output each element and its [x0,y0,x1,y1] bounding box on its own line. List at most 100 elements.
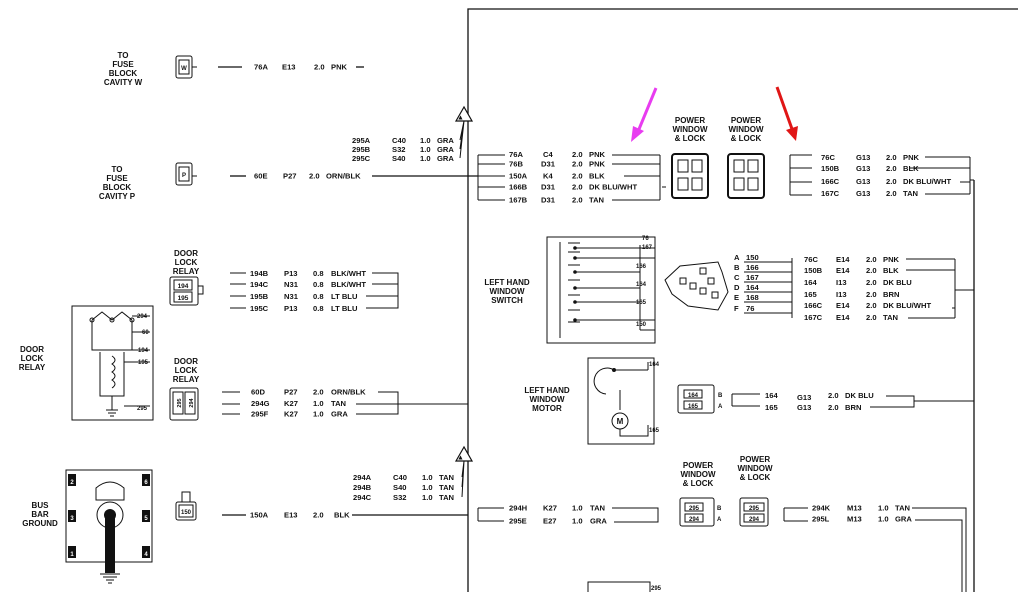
pin-letter: F [734,304,739,313]
wire-gauge: 2.0 [866,255,877,264]
wire-circuit: 76B [509,160,523,169]
motor-line-2: WINDOW [529,395,565,404]
wire-loc: E27 [543,517,557,526]
switch-wire-labels: 76C E14 2.0 PNK 150B E14 2.0 BLK 164 I13… [804,255,931,322]
wire-loc: G13 [797,393,811,402]
relay-pin-60: 60 [142,330,149,336]
wire-loc: M13 [847,504,862,513]
fuse-w-line-1: TO [118,51,129,60]
wire-color: GRA [437,154,454,163]
wire-circuit: 295B [352,145,371,154]
pwl-top-left-line-1: POWER [675,116,705,125]
wire-gauge: 2.0 [886,189,897,198]
pwl-left-wire-ends [612,154,666,201]
wire-gauge: 1.0 [420,145,431,154]
pwl-top-right-line-3: & LOCK [731,134,762,143]
motor-conn-a: A [718,404,723,410]
pwl-bottom-right-line-1: POWER [740,455,770,464]
fuse-w-wire-label: 76A E13 2.0 PNK [254,63,348,72]
wire-loc: G13 [856,189,870,198]
pin-circuit: 166 [746,263,759,272]
wire-loc: E14 [836,255,850,264]
wire-loc: S32 [393,493,407,502]
motor-label: LEFT HAND WINDOW MOTOR [524,386,570,413]
pwl-top-right-label: POWER WINDOW & LOCK [728,116,764,143]
switch-pin-150: 150 [636,322,647,328]
wire-loc: K4 [543,172,553,181]
relay-bottom-connector: 295 294 [169,387,199,421]
relay-top-label: DOOR LOCK RELAY [173,249,200,276]
splice-bottom-leads [461,460,465,498]
pwl-bottom-left-bracket [612,507,659,523]
wire-circuit: 294K [812,504,831,513]
wire-color: GRA [437,136,454,145]
fuse-w-label: TO FUSE BLOCK CAVITY W [104,51,143,87]
relay-bottom-label: DOOR LOCK RELAY [173,357,200,384]
wire-color: TAN [589,196,604,205]
wire-color: BLK/WHT [331,269,366,278]
wire-gauge: 2.0 [866,301,877,310]
wire-circuit: 150B [804,266,823,275]
wire-gauge: 2.0 [866,278,877,287]
pwl-right-wire-labels: 76C G13 2.0 PNK 150B G13 2.0 BLK 166C G1… [821,153,951,198]
wire-gauge: 2.0 [886,153,897,162]
wire-gauge: 1.0 [420,154,431,163]
wire-gauge: 1.0 [422,473,433,482]
pin-letter: A [734,253,740,262]
wire-loc: C4 [543,150,553,159]
motor-line-3: MOTOR [532,404,562,413]
switch-pin-166: 166 [636,264,647,270]
relay-194-label: 194 [178,283,189,290]
fuse-p-label: TO FUSE BLOCK CAVITY P [99,165,136,201]
fuse-p-line-4: CAVITY P [99,192,136,201]
wire-color: PNK [903,153,920,162]
wire-circuit: 167C [821,189,840,198]
fuse-w-pin-label: W [181,66,187,72]
switch-right-bracket [906,258,974,319]
wire-loc: G13 [856,177,870,186]
wire-circuit: 295C [352,154,371,163]
wire-loc: K27 [284,399,298,408]
wire-loc: E13 [284,511,298,520]
wire-loc: I13 [836,290,847,299]
relay-top-line-3: RELAY [173,267,200,276]
wire-loc: C40 [393,473,407,482]
switch-label: LEFT HAND WINDOW SWITCH [484,278,530,305]
wire-gauge: 0.8 [313,269,324,278]
wire-color: TAN [439,473,454,482]
bus-bar-block: 2 3 1 6 5 4 [65,469,153,584]
fuse-w-line-4: CAVITY W [104,78,143,87]
pwl-295a: 295 [689,506,700,512]
wire-color: TAN [439,483,454,492]
wire-gauge: 2.0 [828,403,839,412]
motor-pin-165: 165 [649,428,660,434]
wire-circuit: 295E [509,517,527,526]
pwl-pin-a: A [717,517,722,523]
pwl-bottom-left-line-2: WINDOW [680,470,716,479]
wire-circuit: 167B [509,196,528,205]
pwl-bottom-right-label: POWER WINDOW & LOCK [737,455,773,482]
wire-gauge: 2.0 [866,266,877,275]
relay-top-bracket [366,272,399,309]
wire-gauge: 2.0 [314,63,325,72]
pwl-bottom-right-line-2: WINDOW [737,464,773,473]
wire-loc: S40 [393,483,407,492]
wire-circuit: 295F [251,410,269,419]
relay-side-line-3: RELAY [19,363,46,372]
pin-circuit: 76 [746,304,754,313]
wire-loc: D31 [541,183,556,192]
wire-gauge: 2.0 [866,313,877,322]
wire-color: DK BLU/WHT [883,301,931,310]
pin-letter: E [734,293,739,302]
wire-gauge: 1.0 [572,504,583,513]
fuse-p-line-1: TO [112,165,123,174]
relay-top-leads [230,272,246,309]
wire-gauge: 2.0 [886,177,897,186]
relay-top-line-2: LOCK [175,258,198,267]
wire-loc: P13 [284,304,298,313]
motor-leads [731,393,760,407]
pwl-top-right-connector [727,153,765,199]
pwl-bottom-right-connector: 295 294 [739,497,769,527]
wire-loc: S32 [392,145,406,154]
